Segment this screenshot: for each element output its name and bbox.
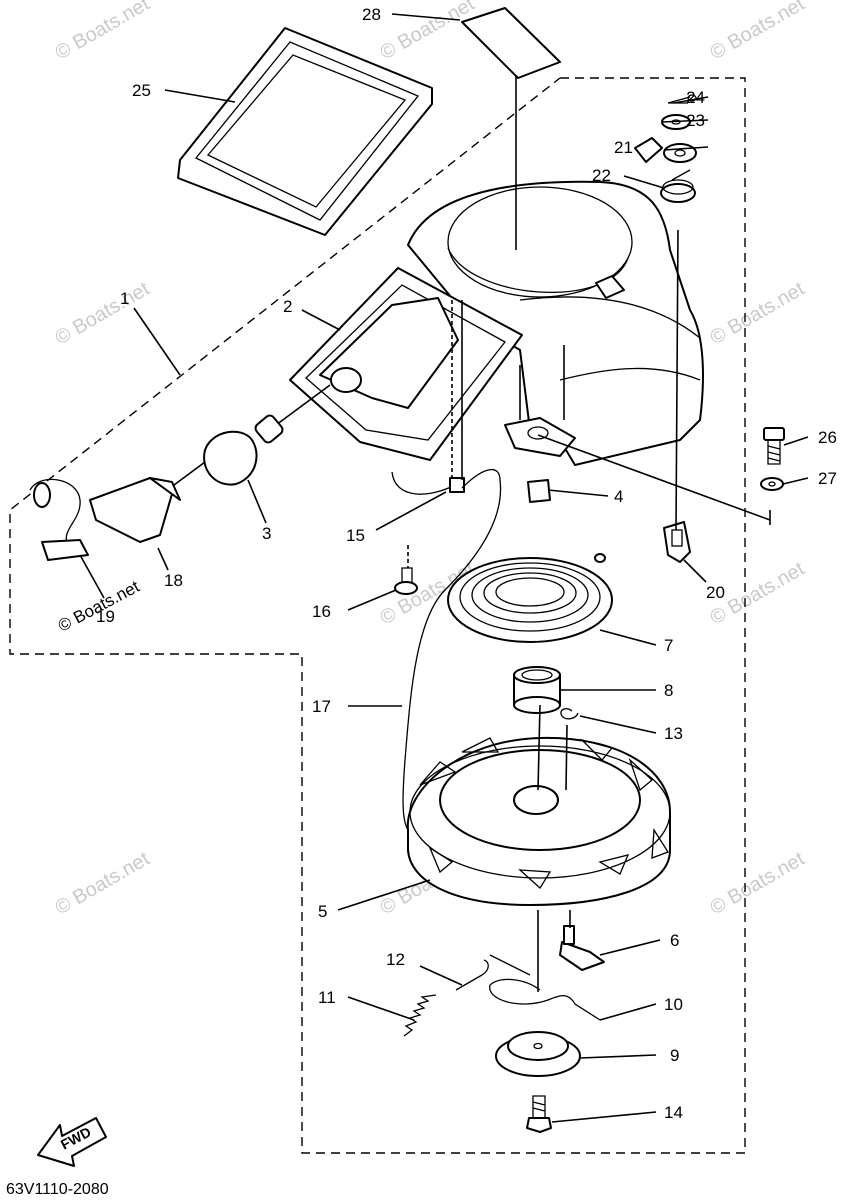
callout-18: 18 xyxy=(164,571,183,590)
callout-5: 5 xyxy=(318,902,327,921)
part-13-circlip xyxy=(560,708,579,720)
part-26-bolt xyxy=(763,427,785,465)
assembly-boundary-outline xyxy=(9,77,746,1154)
starter-housing xyxy=(407,180,704,466)
callout-26: 26 xyxy=(818,428,837,447)
callout-22: 22 xyxy=(592,166,611,185)
callout-27: 27 xyxy=(818,469,837,488)
watermark-stamp: © Boats.net xyxy=(52,848,154,920)
part-7-recoil-spring xyxy=(447,553,613,643)
callout-21: 21 xyxy=(614,138,633,157)
part-27-washer xyxy=(760,477,784,491)
part-8-bushing xyxy=(513,666,561,714)
part-18-control-lever xyxy=(29,477,181,561)
part-6-pawl xyxy=(559,925,605,971)
callout-9: 9 xyxy=(670,1046,679,1065)
watermark-stamp: © Boats.net xyxy=(707,848,809,920)
callout-20: 20 xyxy=(706,583,725,602)
watermark-stamp: © Boats.net xyxy=(377,0,479,64)
part-5-pulley-drum xyxy=(406,736,671,906)
fwd-arrow: FWD xyxy=(37,1117,107,1167)
part-17-cable xyxy=(402,469,502,831)
callout-15: 15 xyxy=(346,526,365,545)
part-4-collar xyxy=(527,479,551,503)
callout-1: 1 xyxy=(120,289,129,308)
part-3-rope-handle xyxy=(169,384,331,489)
part-9-cap xyxy=(495,1031,581,1077)
callout-numbers: 28 25 24 23 21 22 1 2 26 27 4 3 15 18 19… xyxy=(96,5,837,1122)
leader-lines xyxy=(79,13,809,1123)
callout-4: 4 xyxy=(614,487,623,506)
watermark-stamp: © Boats.net xyxy=(707,0,809,64)
part-20-stopper-bracket xyxy=(663,521,691,563)
callout-12: 12 xyxy=(386,950,405,969)
diagram-code: 63V1110-2080 xyxy=(6,1181,109,1198)
callout-24: 24 xyxy=(686,88,705,107)
part-16-screw xyxy=(394,567,418,595)
part-28-label-plate xyxy=(461,7,561,79)
part-11-spring xyxy=(403,994,437,1037)
callout-2: 2 xyxy=(283,297,292,316)
callout-14: 14 xyxy=(664,1103,683,1122)
part-12-pin xyxy=(455,959,489,991)
part-22-spring xyxy=(660,169,696,203)
housing-post-bracket xyxy=(504,417,576,457)
callout-7: 7 xyxy=(664,636,673,655)
callout-8: 8 xyxy=(664,681,673,700)
callout-25: 25 xyxy=(132,81,151,100)
callout-11: 11 xyxy=(318,988,336,1007)
callout-17: 17 xyxy=(312,697,331,716)
part-24-split-pin xyxy=(667,94,697,104)
callout-23: 23 xyxy=(686,111,705,130)
callout-19: 19 xyxy=(96,607,115,626)
part-2-handle-guide xyxy=(289,267,523,461)
callout-6: 6 xyxy=(670,931,679,950)
callout-16: 16 xyxy=(312,602,331,621)
part-14-bolt xyxy=(526,1095,552,1133)
part-19-clip xyxy=(41,539,89,561)
callout-3: 3 xyxy=(262,524,271,543)
callout-13: 13 xyxy=(664,724,683,743)
part-10-guide-wire xyxy=(489,954,601,1021)
watermark-stamp: © Boats.net xyxy=(707,278,809,350)
part-15-elbow xyxy=(391,471,456,495)
assembly-axis-lines xyxy=(407,75,771,992)
callout-10: 10 xyxy=(664,995,683,1014)
watermark-stamp: © Boats.net xyxy=(52,0,154,64)
callout-28: 28 xyxy=(362,5,381,24)
part-25-seal-frame xyxy=(177,27,433,236)
